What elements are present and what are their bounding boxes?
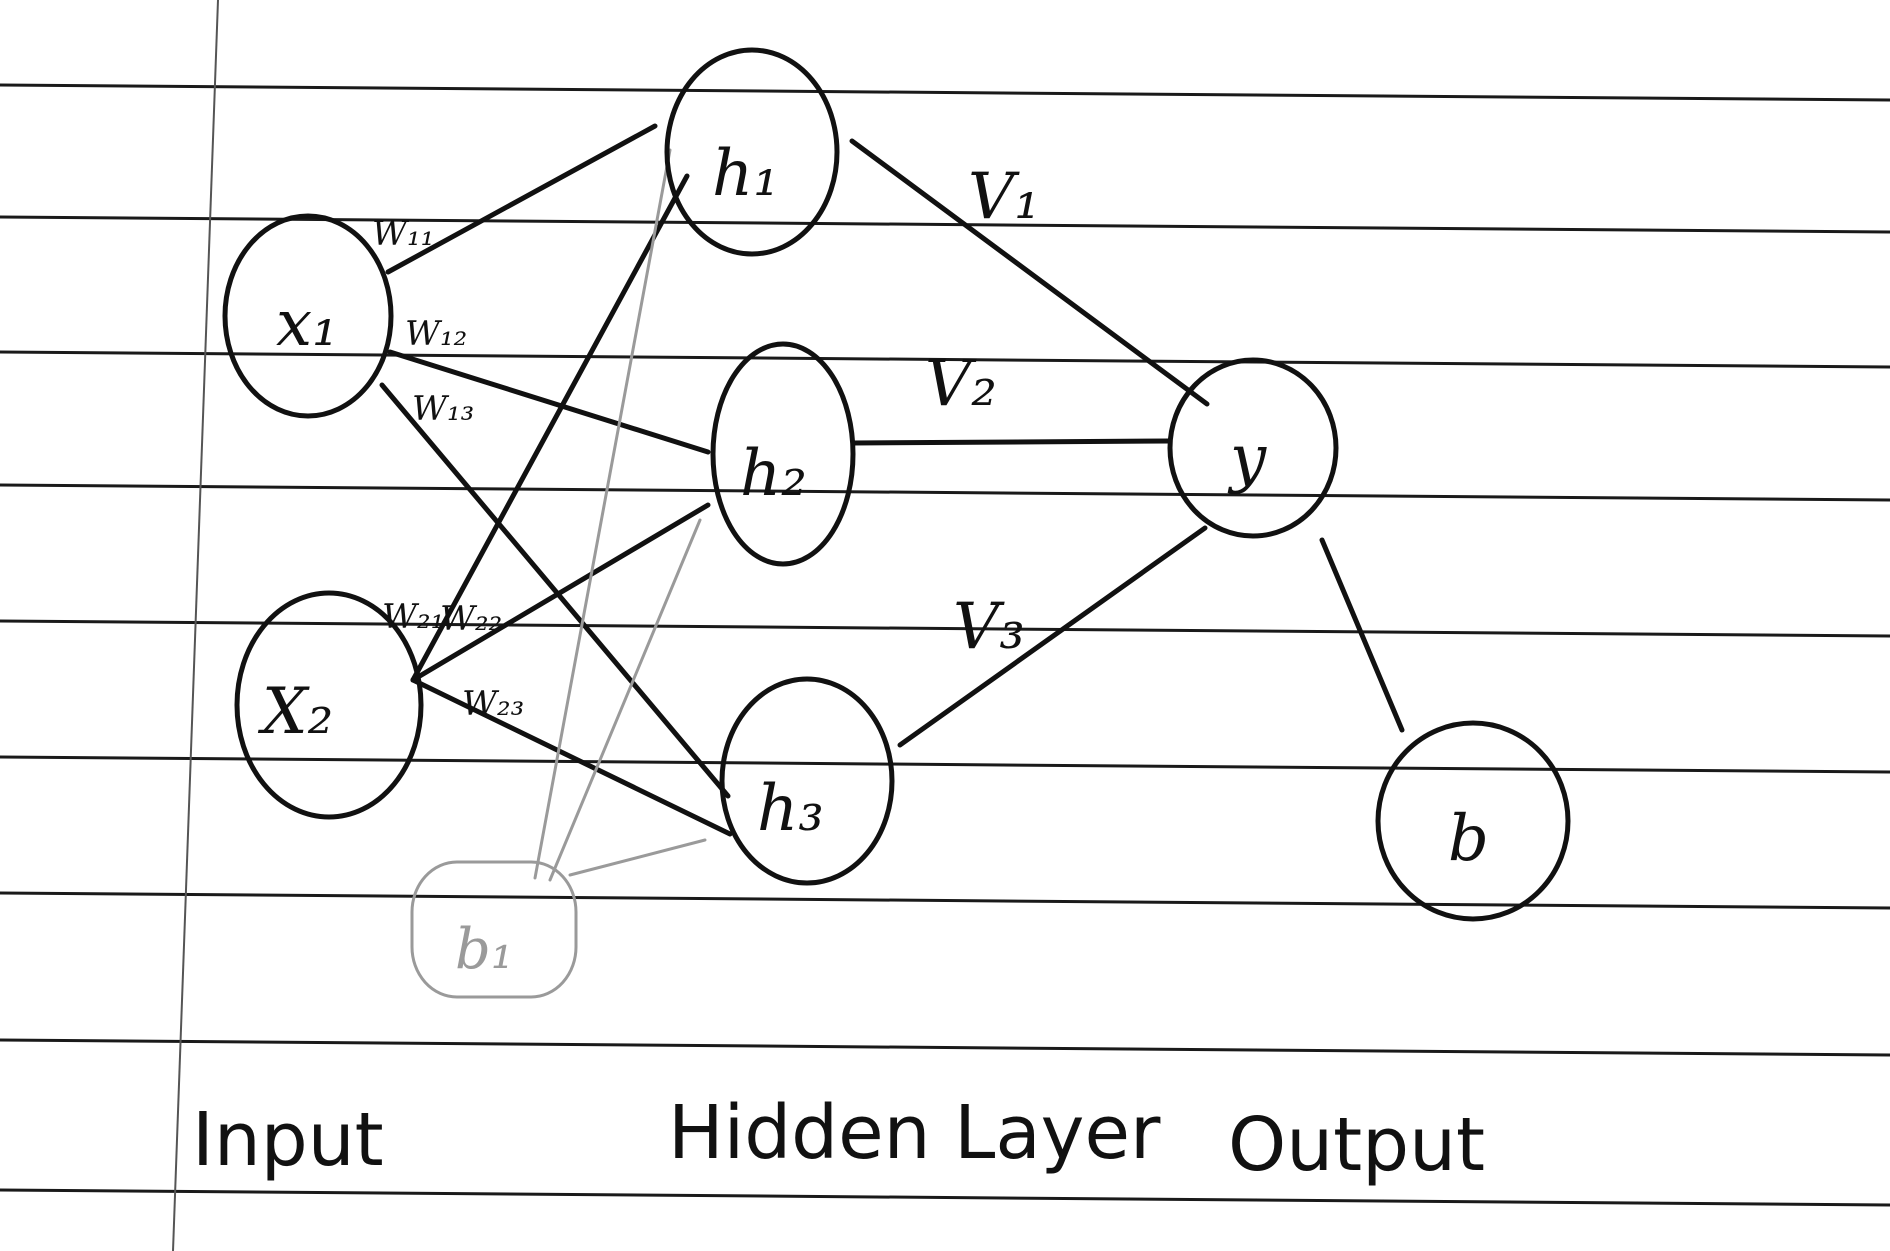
- edge-b1-h3: [568, 838, 707, 877]
- node-label-y: y: [1227, 422, 1267, 496]
- ruled-line: [0, 483, 1890, 502]
- weight-label-v3: V₃: [953, 590, 1025, 664]
- ruled-line: [0, 83, 1890, 102]
- node-x2: [234, 590, 424, 820]
- ruled-line: [0, 619, 1890, 638]
- edge-x1-h3: [379, 382, 731, 799]
- hidden-output-connections: [849, 138, 1405, 748]
- edge-b1-h2: [548, 518, 702, 882]
- edge-x2-h3: [410, 677, 733, 837]
- weight-label-w13: W₁₃: [412, 389, 474, 429]
- ruled-line: [0, 891, 1890, 910]
- node-h3: [719, 676, 895, 886]
- node-h1: [664, 47, 840, 257]
- node-b: [1375, 720, 1571, 922]
- ruled-line: [0, 1038, 1890, 1057]
- edge-b-y: [1319, 537, 1405, 733]
- weight-label-w21: W₂₁: [382, 597, 444, 637]
- weight-label-w23: W₂₃: [462, 684, 524, 724]
- node-h2: [710, 341, 856, 567]
- node-label-h3: h₃: [757, 772, 824, 846]
- edge-h1-y: [849, 138, 1210, 407]
- node-y: [1167, 357, 1339, 539]
- input-hidden-connections: [379, 123, 733, 837]
- weight-label-w12: W₁₂: [405, 314, 467, 354]
- node-label-x1: x₁: [276, 287, 338, 361]
- node-b1: [410, 860, 578, 999]
- ruled-line: [0, 350, 1890, 369]
- ruled-line: [0, 1188, 1890, 1207]
- node-label-h1: h₁: [712, 137, 779, 211]
- weight-label-v1: V₁: [968, 160, 1040, 234]
- edge-h2-y: [850, 438, 1173, 446]
- ruled-line: [0, 215, 1890, 234]
- layer-label-input: Input: [192, 1097, 384, 1183]
- edge-x1-h1: [385, 123, 658, 275]
- edge-x1-h2: [387, 349, 711, 455]
- edge-b1-h1: [533, 148, 672, 880]
- weight-label-w11: W₁₁: [372, 214, 434, 254]
- nodes: [222, 47, 1571, 922]
- layer-label-hidden: Hidden Layer: [668, 1090, 1161, 1176]
- ruled-line: [0, 755, 1890, 774]
- ruled-lines: [0, 83, 1890, 1207]
- bias-b1-connections: [533, 148, 707, 882]
- node-label-x2: X₂: [257, 675, 333, 749]
- weight-label-w22: W₂₂: [440, 599, 502, 639]
- edge-x2-h1: [410, 173, 690, 683]
- node-x1: [222, 213, 394, 419]
- node-label-b1: b₁: [455, 917, 513, 982]
- layer-label-output: Output: [1228, 1102, 1485, 1188]
- margin-line: [172, 0, 219, 1251]
- edge-h3-y: [897, 525, 1208, 748]
- node-label-b: b: [1448, 802, 1489, 876]
- node-label-h2: h₂: [740, 437, 807, 511]
- edge-x2-h2: [410, 502, 711, 683]
- weight-label-v2: V₂: [925, 347, 997, 421]
